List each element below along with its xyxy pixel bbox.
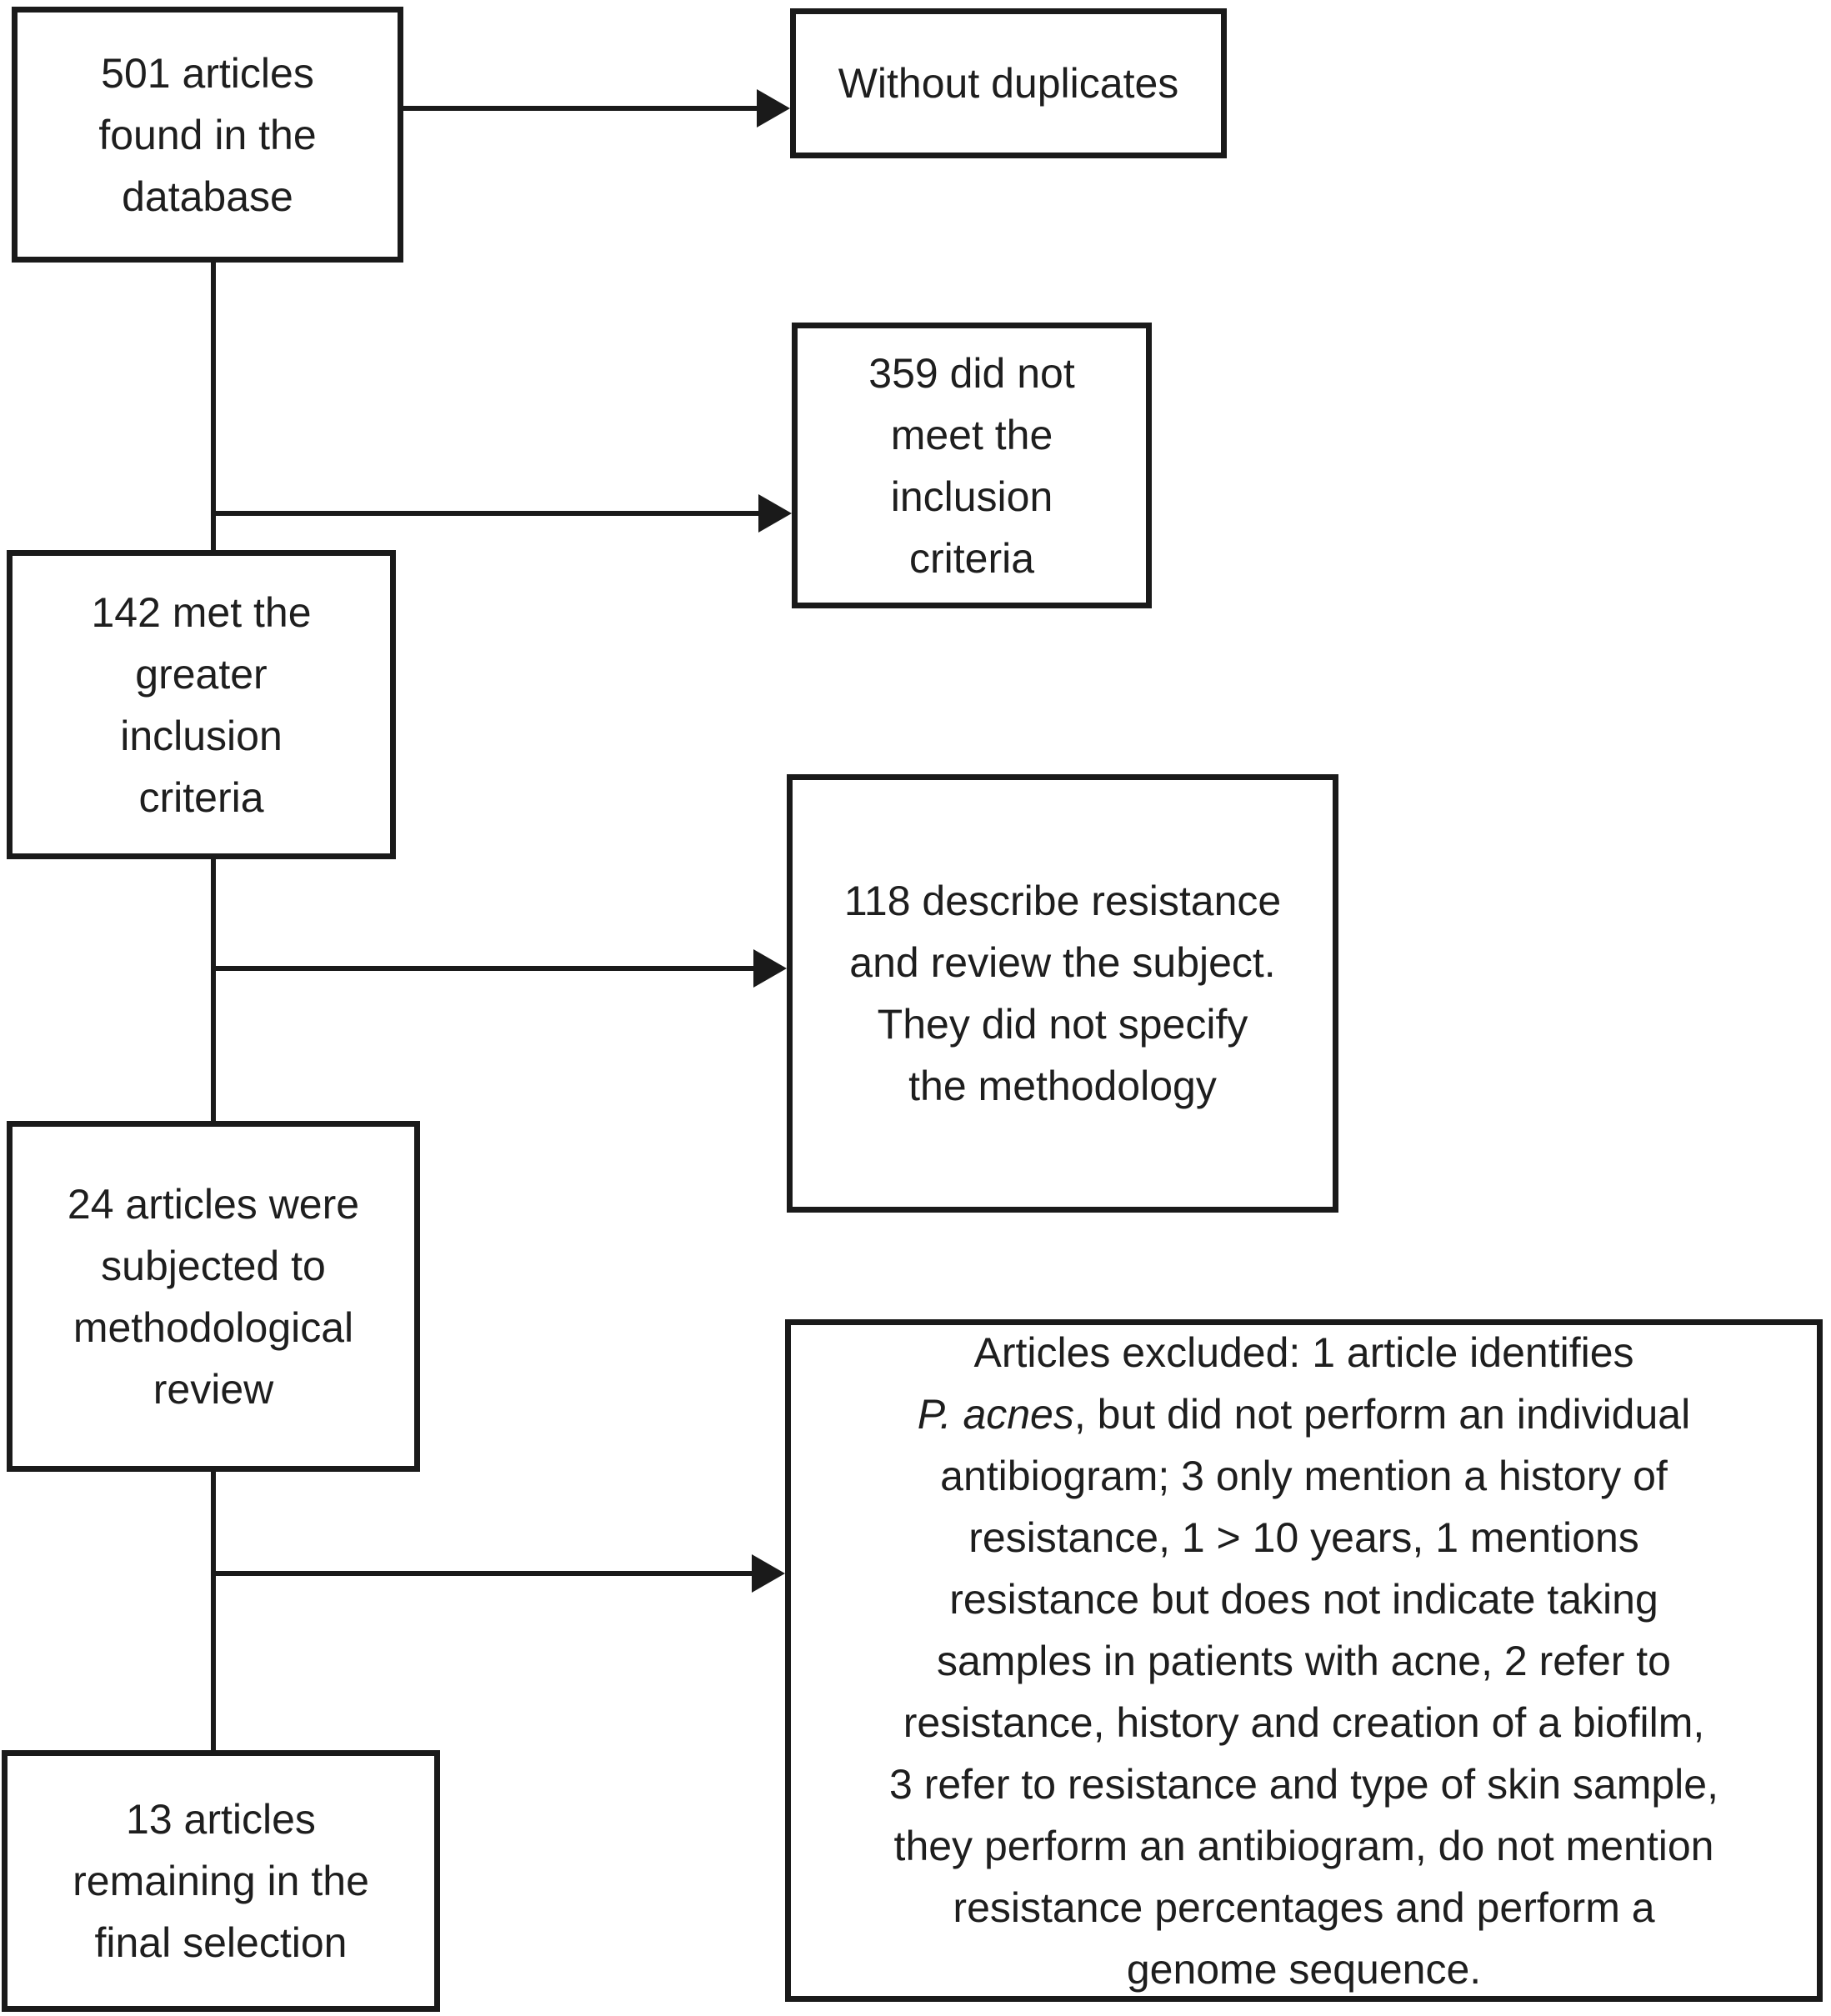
box-articles-excluded: Articles excluded: 1 article identifies … xyxy=(785,1319,1823,2002)
box-without-duplicates: Without duplicates xyxy=(790,8,1227,158)
arrowhead-articles-excluded-icon xyxy=(752,1554,785,1593)
arrow-line-describe-resistance xyxy=(211,966,755,971)
articles-excluded-suffix: , but did not perform an individual anti… xyxy=(889,1390,1718,1993)
box-final-selection: 13 articles remaining in the final selec… xyxy=(2,1750,440,2012)
box-describe-resistance-text: 118 describe resistance and review the s… xyxy=(843,878,1282,1109)
arrow-line-without-duplicates xyxy=(403,106,758,111)
arrow-line-articles-excluded xyxy=(211,1571,753,1576)
articles-excluded-species-italic: P. acnes xyxy=(917,1390,1074,1438)
arrowhead-without-duplicates-icon xyxy=(757,89,790,128)
box-articles-found-text: 501 articles found in the database xyxy=(98,49,317,220)
box-without-duplicates-text: Without duplicates xyxy=(838,60,1179,107)
connector-met-to-review xyxy=(211,859,216,1121)
arrow-line-did-not-meet xyxy=(211,511,760,516)
connector-review-to-final xyxy=(211,1472,216,1750)
box-met-inclusion-criteria-text: 142 met the greater inclusion criteria xyxy=(91,588,312,821)
box-methodological-review-text: 24 articles were subjected to methodolog… xyxy=(67,1180,360,1413)
arrowhead-did-not-meet-icon xyxy=(758,494,792,533)
box-final-selection-text: 13 articles remaining in the final selec… xyxy=(73,1796,369,1966)
articles-excluded-prefix: Articles excluded: 1 article identifies xyxy=(973,1328,1634,1376)
box-articles-found: 501 articles found in the database xyxy=(12,7,403,263)
box-met-inclusion-criteria: 142 met the greater inclusion criteria xyxy=(7,550,396,859)
box-describe-resistance: 118 describe resistance and review the s… xyxy=(787,774,1338,1213)
connector-found-to-met xyxy=(211,263,216,550)
arrowhead-describe-resistance-icon xyxy=(753,949,787,988)
box-did-not-meet-criteria-text: 359 did not meet the inclusion criteria xyxy=(868,349,1075,582)
box-did-not-meet-criteria: 359 did not meet the inclusion criteria xyxy=(792,323,1152,608)
box-methodological-review: 24 articles were subjected to methodolog… xyxy=(7,1121,420,1472)
box-articles-excluded-text: Articles excluded: 1 article identifies … xyxy=(889,1322,1718,2000)
